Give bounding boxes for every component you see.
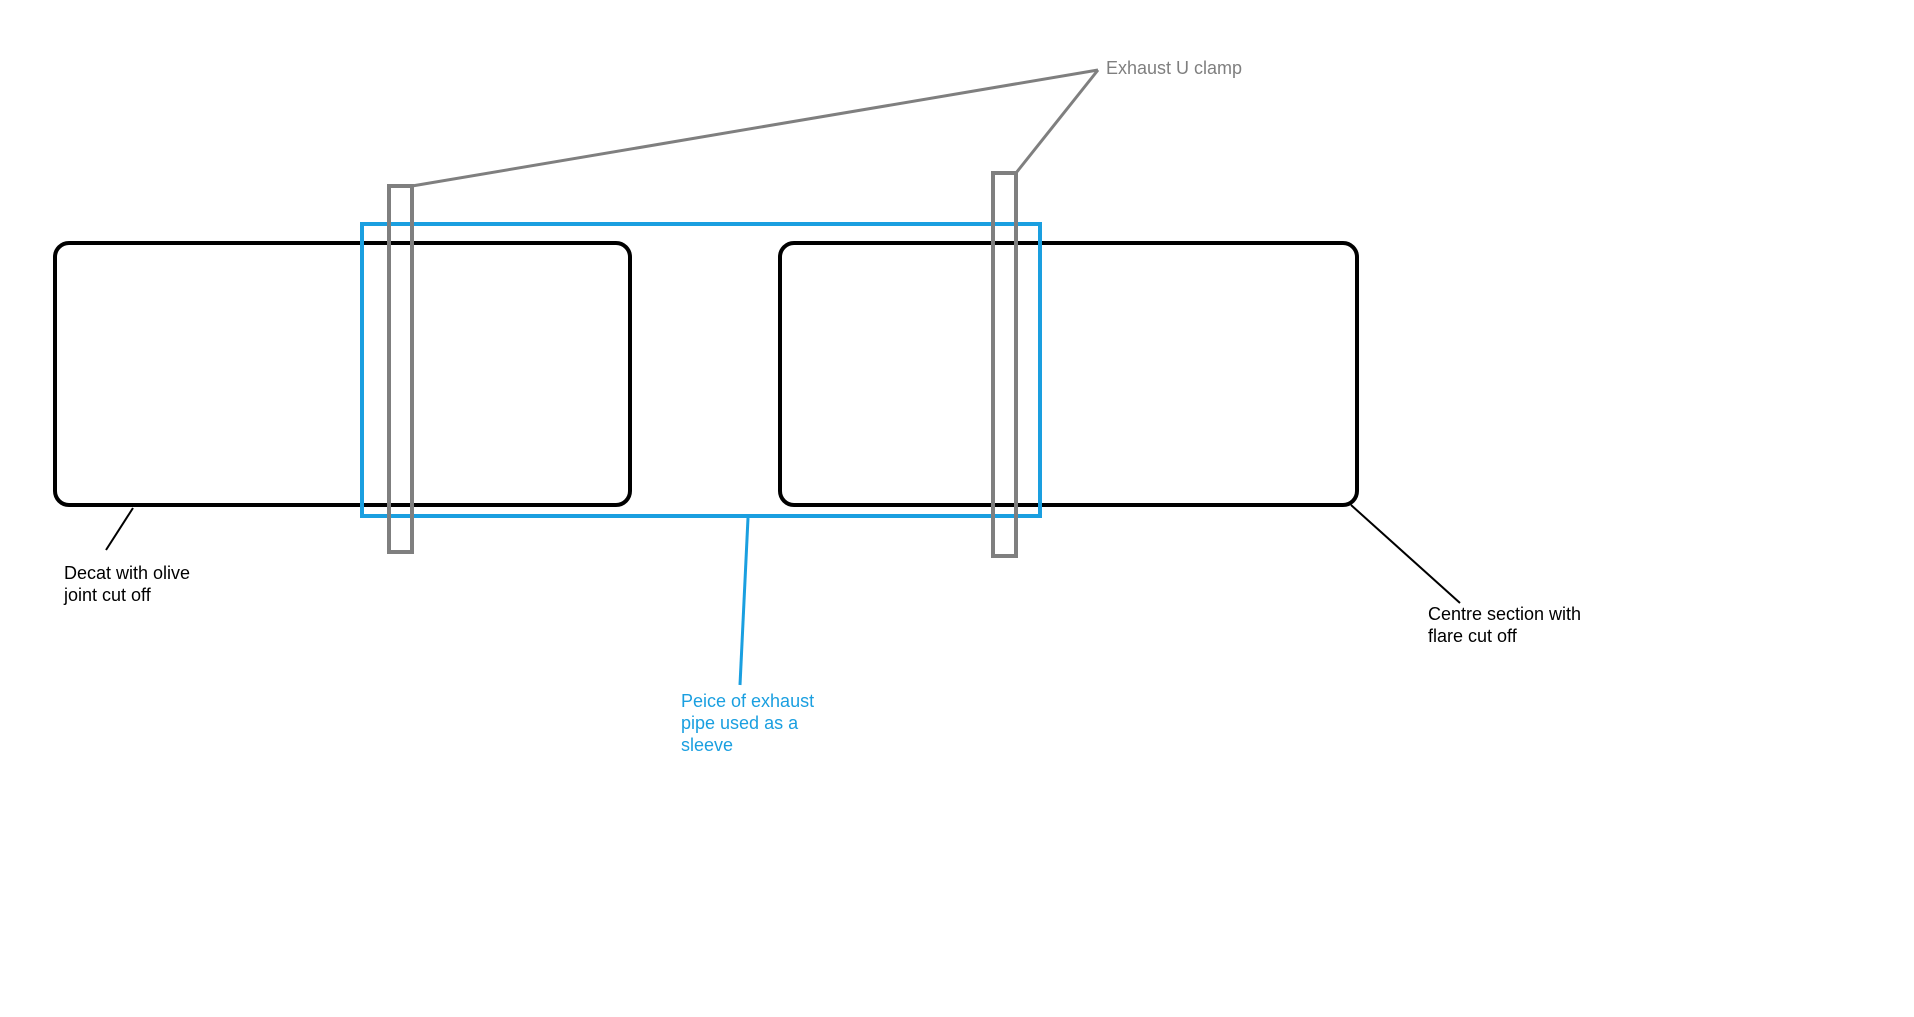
- decat-label-line2: joint cut off: [64, 585, 151, 605]
- decat-label: Decat with olive joint cut off: [64, 562, 190, 606]
- right-u-clamp: [991, 171, 1018, 558]
- clamp-leader-right: [1014, 69, 1100, 174]
- decat-label-line1: Decat with olive: [64, 563, 191, 583]
- left-u-clamp: [387, 184, 414, 554]
- sleeve-leader: [738, 517, 750, 686]
- sleeve-label: Peice of exhaust pipe used as a sleeve: [681, 690, 814, 756]
- centre-section-label: Centre section with flare cut off: [1428, 603, 1581, 647]
- centre-section-label-line1: Centre section with: [1428, 604, 1582, 624]
- sleeve-label-line2: pipe used as a: [681, 713, 799, 733]
- centre-section-pipe: [778, 241, 1359, 507]
- centre-section-leader: [1350, 504, 1461, 604]
- decat-pipe: [53, 241, 632, 507]
- sleeve-label-line1: Peice of exhaust: [681, 691, 815, 711]
- decat-leader: [105, 507, 134, 551]
- sleeve-label-line3: sleeve: [681, 735, 734, 755]
- clamp-label-text: Exhaust U clamp: [1106, 58, 1243, 78]
- clamp-label: Exhaust U clamp: [1106, 57, 1242, 79]
- sleeve-pipe: [360, 222, 1042, 518]
- centre-section-label-line2: flare cut off: [1428, 626, 1517, 646]
- clamp-leader-left: [411, 68, 1099, 188]
